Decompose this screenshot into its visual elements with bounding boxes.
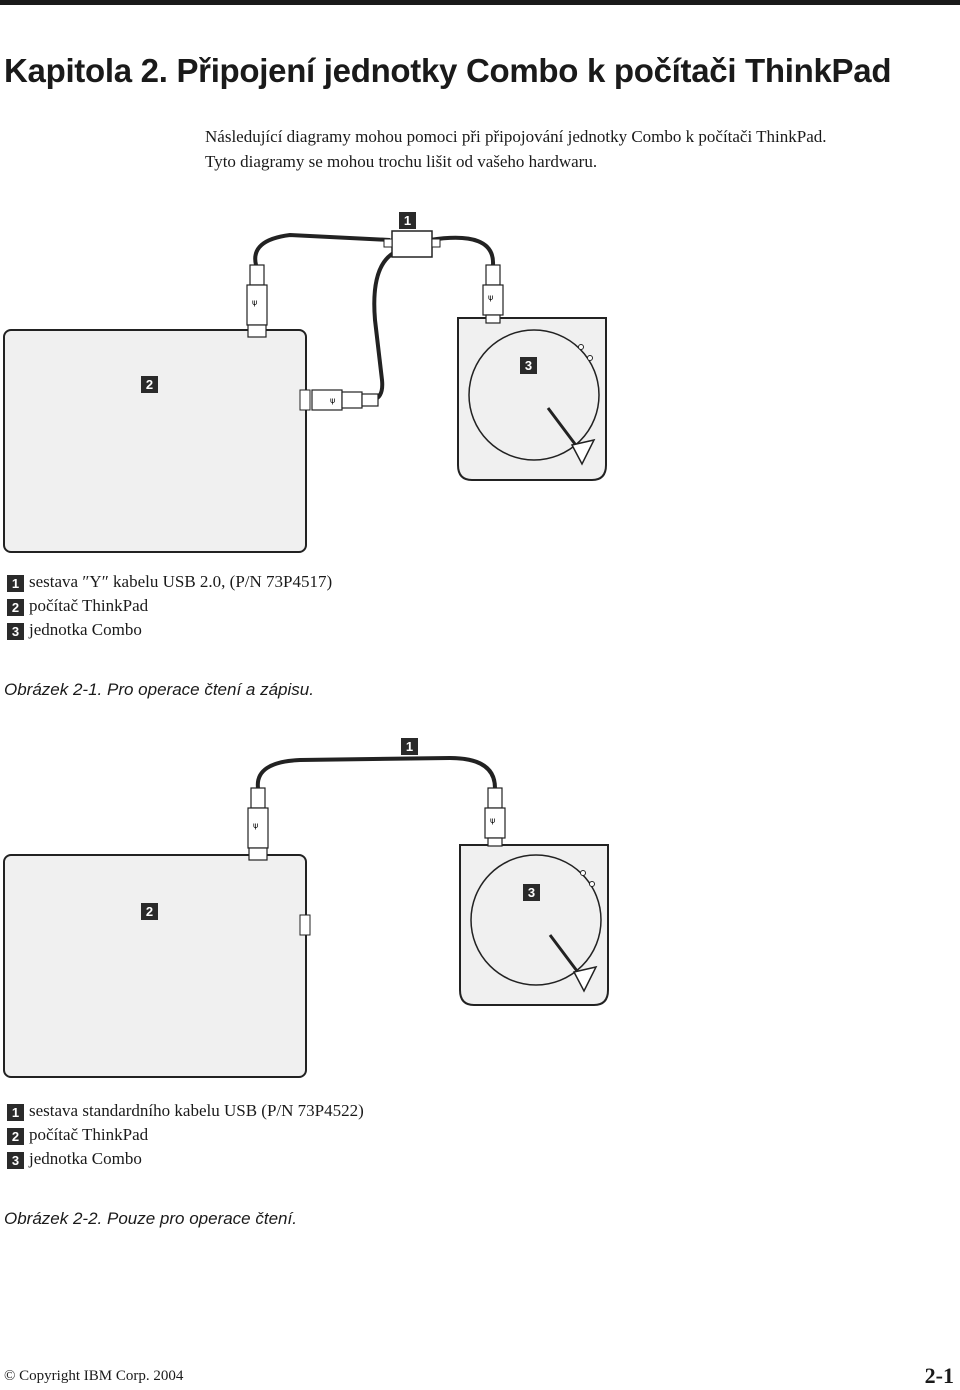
legend-text: počítač ThinkPad (29, 1125, 149, 1144)
intro-line-2: Tyto diagramy se mohou trochu lišit od v… (205, 152, 598, 171)
figure-1-caption: Obrázek 2-1. Pro operace čtení a zápisu. (4, 680, 314, 699)
legend-item: 3 jednotka Combo (7, 618, 332, 642)
legend-item: 1 sestava ″Y″ kabelu USB 2.0, (P/N 73P451… (7, 570, 332, 594)
legend-badge: 2 (7, 598, 24, 616)
svg-text:ψ: ψ (252, 298, 257, 307)
figure-2-legend: 1 sestava standardního kabelu USB (P/N 73… (7, 1099, 364, 1171)
drive-eject-lever (546, 407, 580, 449)
legend-item: 2 počítač ThinkPad (7, 594, 332, 618)
drive-disc-tray (470, 854, 602, 986)
legend-badge: 2 (7, 1127, 24, 1145)
figure-2-caption: Obrázek 2-2. Pouze pro operace čtení. (4, 1209, 297, 1228)
chapter-title: Kapitola 2. Připojení jednotky Combo k p… (4, 52, 892, 89)
svg-text:ψ: ψ (253, 821, 258, 830)
usb-y-cable-branch (369, 248, 401, 402)
figure-1-illustration: ψ ψ ψ (3, 230, 607, 553)
drive-led-1 (580, 870, 586, 876)
callout-2: 2 (141, 902, 158, 920)
legend-item: 3 jednotka Combo (7, 1147, 364, 1171)
thinkpad-laptop (3, 854, 307, 1078)
intro-line-1: Následující diagramy mohou pomoci při př… (205, 127, 827, 146)
legend-item: 1 sestava standardního kabelu USB (P/N 73… (7, 1099, 364, 1123)
usb-y-cable-right (429, 235, 496, 266)
drive-led-2 (589, 881, 595, 887)
legend-badge: 1 (7, 1103, 24, 1121)
svg-text:ψ: ψ (330, 396, 335, 405)
top-rule (0, 0, 960, 5)
page-number: 2-1 (924, 1363, 954, 1388)
drive-led-1 (578, 344, 584, 350)
figure-2-illustration: ψ ψ (3, 755, 609, 1078)
drive-led-2 (587, 355, 593, 361)
legend-text: jednotka Combo (29, 1149, 142, 1168)
legend-text: jednotka Combo (29, 620, 142, 639)
copyright-notice: © Copyright IBM Corp. 2004 (4, 1368, 184, 1384)
figure-2: ψ ψ 1 2 3 (0, 720, 960, 1090)
legend-text: sestava standardního kabelu USB (P/N 73P… (29, 1101, 364, 1120)
callout-1: 1 (401, 737, 418, 755)
callout-2: 2 (141, 375, 158, 393)
laptop-usb-port (299, 389, 311, 411)
legend-badge: 1 (7, 574, 24, 592)
callout-3: 3 (523, 883, 540, 901)
cable-junction (391, 230, 433, 258)
legend-badge: 3 (7, 622, 24, 640)
legend-text: počítač ThinkPad (29, 596, 149, 615)
usb-plug-laptop-top: ψ (246, 264, 268, 338)
usb-plug-drive: ψ (482, 264, 504, 324)
svg-text:ψ: ψ (488, 293, 493, 302)
usb-standard-cable (255, 755, 497, 789)
drive-eject-tip (572, 965, 598, 993)
usb-plug-laptop-side: ψ (311, 389, 379, 411)
usb-plug-drive: ψ (484, 787, 506, 847)
figure-1: ψ ψ ψ 1 2 3 (0, 190, 960, 560)
figure-1-legend: 1 sestava ″Y″ kabelu USB 2.0, (P/N 73P451… (7, 570, 332, 642)
legend-badge: 3 (7, 1151, 24, 1169)
intro-text: Následující diagramy mohou pomoci při př… (205, 124, 925, 174)
svg-text:ψ: ψ (490, 816, 495, 825)
drive-eject-lever (548, 934, 582, 976)
drive-eject-tip (570, 438, 596, 466)
usb-plug-laptop: ψ (247, 787, 269, 861)
thinkpad-laptop (3, 329, 307, 553)
legend-text: sestava ″Y″ kabelu USB 2.0, (P/N 73P4517… (29, 572, 333, 591)
legend-item: 2 počítač ThinkPad (7, 1123, 364, 1147)
laptop-usb-port (299, 914, 311, 936)
drive-disc-tray (468, 329, 600, 461)
callout-1: 1 (399, 211, 416, 229)
callout-3: 3 (520, 356, 537, 374)
usb-y-cable-left (253, 232, 391, 266)
